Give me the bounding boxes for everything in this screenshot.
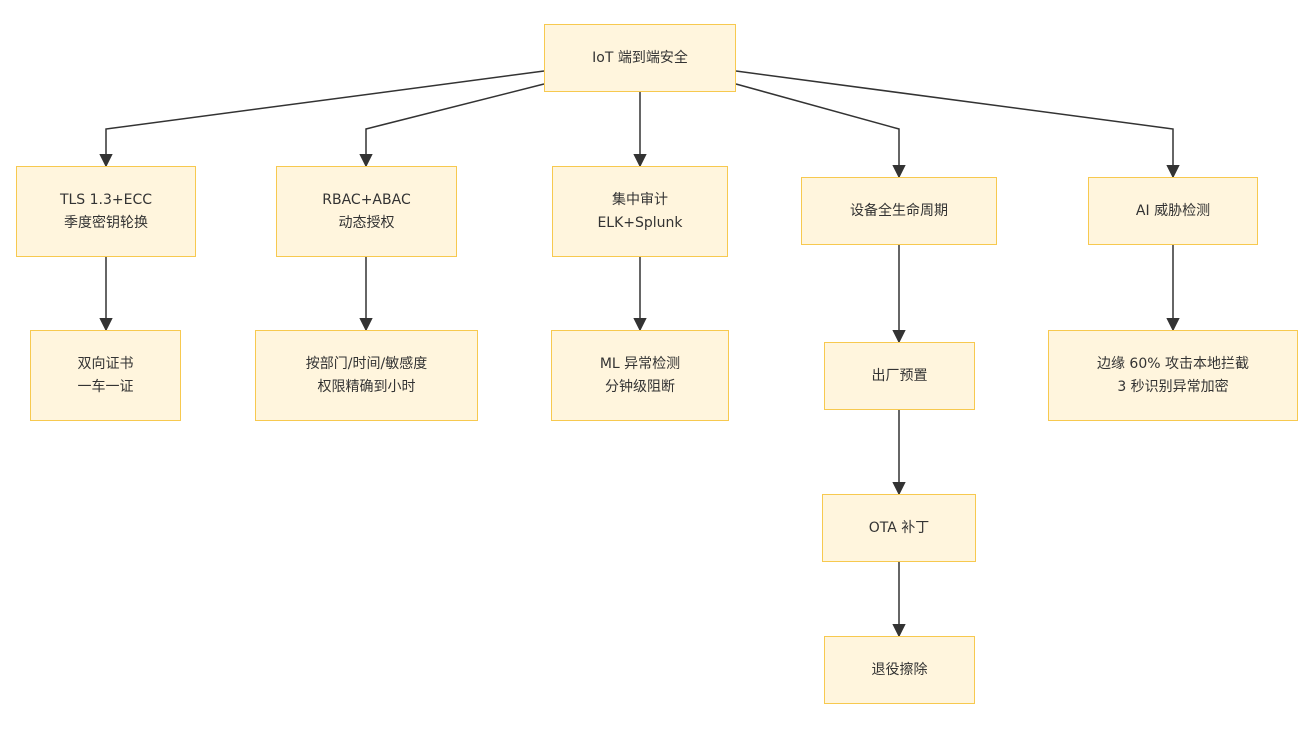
root-node: IoT 端到端安全	[544, 24, 736, 92]
edge-interception-node-line-1: 边缘 60% 攻击本地拦截	[1096, 355, 1250, 372]
ota-patch-node-line-1: OTA 补丁	[868, 519, 930, 536]
ai-threat-node: AI 威胁检测	[1088, 177, 1258, 245]
ml-anomaly-node: ML 异常检测 分钟级阻断	[551, 330, 729, 421]
edge-interception-node: 边缘 60% 攻击本地拦截 3 秒识别异常加密	[1048, 330, 1298, 421]
audit-node-line-2: ELK+Splunk	[597, 214, 683, 231]
decommission-wipe-node: 退役擦除	[824, 636, 975, 704]
root-node-label-line: IoT 端到端安全	[592, 49, 688, 66]
audit-node-line-1: 集中审计	[612, 191, 668, 208]
ml-anomaly-node-line-2: 分钟级阻断	[605, 378, 675, 395]
ml-anomaly-node-line-1: ML 异常检测	[599, 355, 681, 372]
device-lifecycle-node-line-1: 设备全生命周期	[850, 202, 948, 219]
device-lifecycle-node: 设备全生命周期	[801, 177, 997, 245]
decommission-wipe-node-line-1: 退役擦除	[871, 661, 928, 678]
edge-root-to-ai-threat	[735, 70, 1180, 179]
mutual-cert-node-line-1: 双向证书	[77, 355, 134, 372]
edge-root-to-authorization	[359, 83, 545, 168]
audit-node: 集中审计 ELK+Splunk	[552, 166, 728, 257]
ota-patch-node: OTA 补丁	[822, 494, 976, 562]
authorization-node-line-1: RBAC+ABAC	[322, 191, 411, 208]
permission-scope-node-line-1: 按部门/时间/敏感度	[305, 355, 428, 372]
encryption-node-line-1: TLS 1.3+ECC	[59, 191, 153, 208]
mutual-cert-node: 双向证书 一车一证	[30, 330, 181, 421]
encryption-node: TLS 1.3+ECC 季度密钥轮换	[16, 166, 196, 257]
permission-scope-node-line-2: 权限精确到小时	[317, 378, 416, 395]
permission-scope-node: 按部门/时间/敏感度 权限精确到小时	[255, 330, 478, 421]
edge-interception-node-line-2: 3 秒识别异常加密	[1117, 378, 1229, 395]
authorization-node-line-2: 动态授权	[338, 214, 395, 231]
edge-root-to-device-lifecycle	[735, 83, 906, 179]
authorization-node: RBAC+ABAC 动态授权	[276, 166, 457, 257]
ai-threat-node-line-1: AI 威胁检测	[1135, 202, 1211, 219]
mutual-cert-node-line-2: 一车一证	[77, 378, 134, 395]
edge-root-to-encryption	[99, 70, 545, 168]
factory-provision-node-line-1: 出厂预置	[871, 367, 928, 384]
factory-provision-node: 出厂预置	[824, 342, 975, 410]
encryption-node-line-2: 季度密钥轮换	[64, 214, 148, 231]
